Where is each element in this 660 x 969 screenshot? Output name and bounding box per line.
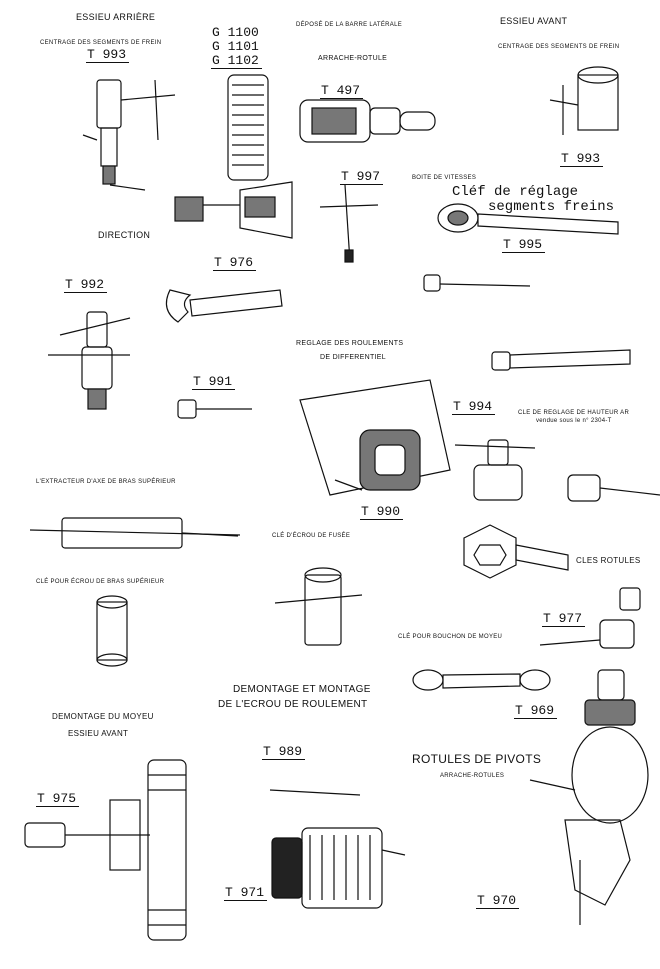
t992-tool-illustration bbox=[48, 311, 131, 410]
code-t993-rear: T 993 bbox=[86, 48, 130, 63]
label-arrache-rotules: ARRACHE-ROTULES bbox=[440, 773, 505, 779]
t989-rod-illustration bbox=[269, 789, 361, 796]
code-t990: T 990 bbox=[360, 505, 404, 520]
t497-extractor-illustration bbox=[299, 99, 436, 143]
right-wrench-illustration bbox=[567, 474, 660, 502]
label-essieu-avant-bottom: ESSIEU AVANT bbox=[68, 729, 129, 738]
code-t997: T 997 bbox=[340, 170, 384, 185]
cle-bras-superieur-illustration bbox=[96, 595, 128, 667]
code-t993-front: T 993 bbox=[560, 152, 604, 167]
label-reglage-roulements-2: DE DIFFERENTIEL bbox=[320, 354, 386, 361]
label-rotules-pivots: ROTULES DE PIVOTS bbox=[412, 752, 542, 766]
code-t989: T 989 bbox=[262, 745, 306, 760]
hauteur-key-illustration bbox=[491, 349, 631, 371]
code-g1102: G 1102 bbox=[211, 54, 262, 69]
code-g1100: G 1100 bbox=[212, 25, 259, 40]
t976-direction-tool-illustration bbox=[174, 181, 293, 239]
code-t992: T 992 bbox=[64, 278, 108, 293]
code-t991: T 991 bbox=[192, 375, 236, 390]
code-t970: T 970 bbox=[476, 894, 520, 909]
label-depose-barre: DÉPOSÉ DE LA BARRE LATÉRALE bbox=[296, 22, 403, 28]
t977-cles-rotules-illustration bbox=[539, 587, 641, 649]
cle-ecrou-fusee-illustration bbox=[274, 567, 363, 646]
label-demontage-montage-1: DEMONTAGE ET MONTAGE bbox=[233, 684, 371, 695]
label-essieu-avant-top: ESSIEU AVANT bbox=[500, 16, 568, 26]
label-cle-reglage-1: Cléf de réglage bbox=[452, 184, 579, 200]
label-essieu-arriere: ESSIEU ARRIÈRE bbox=[76, 12, 156, 22]
label-cle-ecrou-fusee: CLÉ D'ÉCROU DE FUSÉE bbox=[272, 533, 351, 539]
open-end-wrench-illustration bbox=[165, 289, 283, 323]
label-centrage-frein-avant: CENTRAGE DES SEGMENTS DE FREIN bbox=[498, 44, 620, 50]
t990-differential-illustration bbox=[299, 379, 451, 496]
t975-hub-puller-illustration bbox=[24, 759, 187, 941]
t995-key-illustration bbox=[437, 203, 619, 235]
code-t976: T 976 bbox=[213, 256, 257, 271]
label-centrage-frein-arriere: CENTRAGE DES SEGMENTS DE FREIN bbox=[40, 40, 162, 46]
label-extracteur-axe: L'EXTRACTEUR D'AXE DE BRAS SUPÉRIEUR bbox=[36, 479, 176, 485]
label-cles-rotules: CLES ROTULES bbox=[576, 556, 641, 565]
t994-tool-illustration bbox=[454, 439, 536, 501]
code-t977: T 977 bbox=[542, 612, 586, 627]
t993-rear-tool-illustration bbox=[82, 79, 176, 191]
label-cle-hauteur-1: CLE DE REGLAGE DE HAUTEUR AR bbox=[518, 410, 630, 416]
t969-t970-rotule-illustration bbox=[529, 669, 649, 925]
boite-vitesses-key-illustration bbox=[423, 274, 531, 292]
extracteur-axe-illustration bbox=[29, 517, 241, 549]
cle-bouchon-illustration bbox=[412, 669, 551, 691]
t971-bearing-tool-illustration bbox=[271, 827, 406, 909]
label-boite-vitesses: BOITE DE VITESSES bbox=[412, 175, 477, 181]
hex-wrench-illustration bbox=[463, 524, 569, 579]
code-t994: T 994 bbox=[452, 400, 496, 415]
label-reglage-roulements-1: REGLAGE DES ROULEMENTS bbox=[296, 340, 404, 347]
t991-tool-illustration bbox=[177, 399, 252, 419]
code-t969: T 969 bbox=[514, 704, 558, 719]
label-arrache-rotule: ARRACHE-ROTULE bbox=[318, 55, 388, 62]
code-t975: T 975 bbox=[36, 792, 80, 807]
label-demontage-montage-2: DE L'ECROU DE ROULEMENT bbox=[218, 699, 368, 710]
t993-front-tool-illustration bbox=[549, 66, 619, 135]
label-cle-bouchon: CLÉ POUR BOUCHON DE MOYEU bbox=[398, 634, 503, 640]
label-direction: DIRECTION bbox=[98, 230, 151, 240]
label-cle-reglage-2: segments freins bbox=[488, 199, 615, 215]
code-t497: T 497 bbox=[320, 84, 364, 99]
label-demontage-moyeu: DEMONTAGE DU MOYEU bbox=[52, 712, 154, 721]
code-t971: T 971 bbox=[224, 886, 268, 901]
label-cle-ecrou-bras: CLÉ POUR ÉCROU DE BRAS SUPÉRIEUR bbox=[36, 579, 165, 585]
code-g1101: G 1101 bbox=[212, 39, 259, 54]
code-t995: T 995 bbox=[502, 238, 546, 253]
t997-t-wrench-illustration bbox=[319, 184, 379, 263]
g1100-brush-illustration bbox=[227, 74, 269, 181]
label-cle-hauteur-2: vendue sous le n° 2304-T bbox=[536, 418, 612, 424]
